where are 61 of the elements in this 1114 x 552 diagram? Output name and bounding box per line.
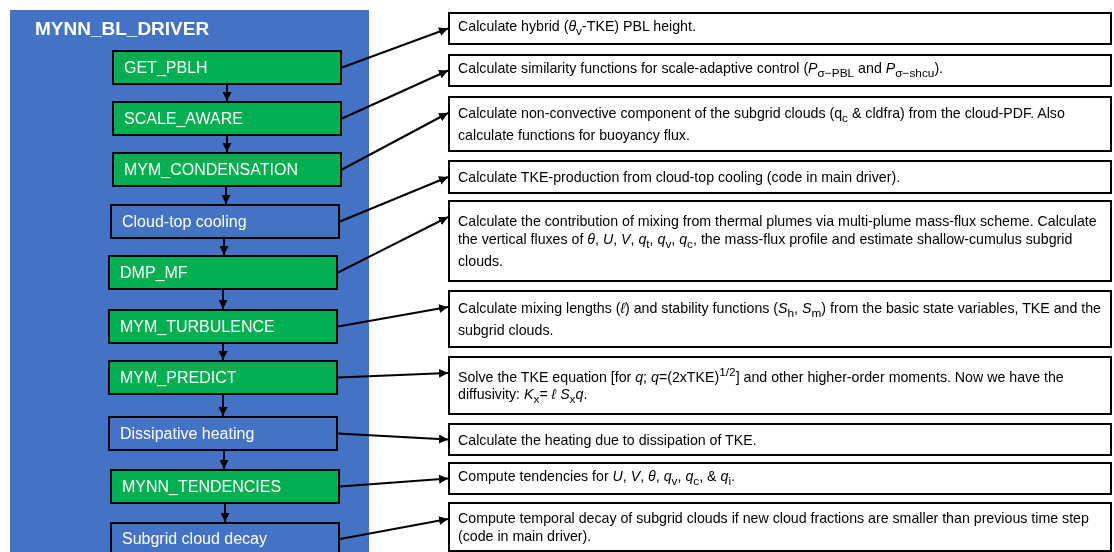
arrow — [341, 112, 449, 171]
step-label: Subgrid cloud decay — [122, 530, 267, 548]
arrow — [220, 503, 230, 523]
description-text: Compute temporal decay of subgrid clouds if new cloud fractions are smaller than previous time step (code in main driver). — [458, 509, 1090, 545]
process-box — [112, 50, 342, 85]
process-box — [108, 309, 338, 344]
description-box — [448, 423, 1112, 456]
description-text: Calculate the heating due to dissipation of TKE. — [458, 430, 757, 449]
description-text: Calculate TKE-production from cloud-top cooling (code in main driver). — [458, 168, 901, 186]
step-label: DMP_MF — [120, 263, 188, 282]
description-text: Calculate the contribution of mixing from thermal plumes via multi-plume mass-flux scheme. Calculate the vertical fluxes of θ, U, V, q$_{t}$, q$_{v}$, q$_{c}$, the mass-flux profile and estimate shallow-cumulus subgrid clouds. — [458, 211, 1098, 271]
arrow — [219, 238, 229, 256]
arrow — [337, 304, 449, 328]
description-box — [448, 290, 1112, 348]
arrow — [337, 432, 449, 444]
arrow — [341, 27, 449, 69]
process-box — [110, 522, 340, 552]
description-text: Calculate similarity functions for scale-adaptive control (P$_{σ−PBL}$ and P$_{σ−shcu}$). — [458, 59, 944, 82]
description-box — [448, 200, 1112, 282]
step-label: Cloud-top cooling — [122, 212, 247, 231]
arrow — [221, 186, 231, 205]
panel-heading: MYNN_BL_DRIVER — [35, 18, 210, 40]
description-box — [448, 54, 1112, 87]
step-label: Dissipative heating — [120, 424, 255, 443]
process-box — [108, 416, 338, 451]
description-box — [448, 96, 1112, 152]
description-box — [448, 502, 1112, 552]
arrow — [218, 343, 228, 361]
description-text: Calculate non-convective component of the subgrid clouds (q$_{c}$ & cldfra) from the cloud-PDF. Also calculate functions for buoyancy flux. — [458, 103, 1066, 145]
description-text: Solve the TKE equation [for q; q=(2xTKE)$^{1/2}$] and other higher-order moments. Now we have the diffusivity: K$_{x}$= ℓ S$_{x}$q. — [458, 363, 1065, 409]
process-box — [112, 101, 342, 136]
arrow — [218, 289, 228, 310]
arrow — [337, 368, 449, 379]
description-text: Compute tendencies for U, V, θ, q$_{v}$, q$_{c}$, & q$_{i}$. — [458, 467, 735, 490]
arrow — [222, 135, 232, 153]
arrow — [339, 516, 449, 540]
arrow — [222, 84, 232, 102]
step-label: MYM_CONDENSATION — [124, 160, 298, 179]
step-label: SCALE_AWARE — [124, 109, 243, 128]
arrow — [339, 474, 449, 488]
step-label: MYNN_TENDENCIES — [122, 477, 282, 496]
step-label: MYM_PREDICT — [120, 368, 237, 387]
process-box — [112, 152, 342, 187]
driver-panel — [10, 10, 369, 552]
step-label: GET_PBLH — [124, 58, 208, 77]
arrow — [337, 216, 449, 274]
description-box — [448, 462, 1112, 495]
arrow — [218, 394, 228, 417]
description-box — [448, 12, 1112, 45]
process-box — [108, 360, 338, 395]
process-box — [110, 469, 340, 504]
arrow — [339, 176, 449, 223]
arrow — [219, 450, 229, 470]
description-box — [448, 160, 1112, 194]
process-box — [108, 255, 338, 290]
description-text: Calculate hybrid (θ$_{v}$-TKE) PBL height. — [458, 17, 696, 40]
description-text: Calculate mixing lengths (ℓ) and stability functions (S$_{h}$, S$_{m}$) from the basic state variables, TKE and the subgrid clouds. — [458, 298, 1102, 340]
process-box — [110, 204, 340, 239]
arrow — [341, 69, 449, 120]
step-label: MYM_TURBULENCE — [120, 317, 275, 336]
description-box — [448, 356, 1112, 415]
